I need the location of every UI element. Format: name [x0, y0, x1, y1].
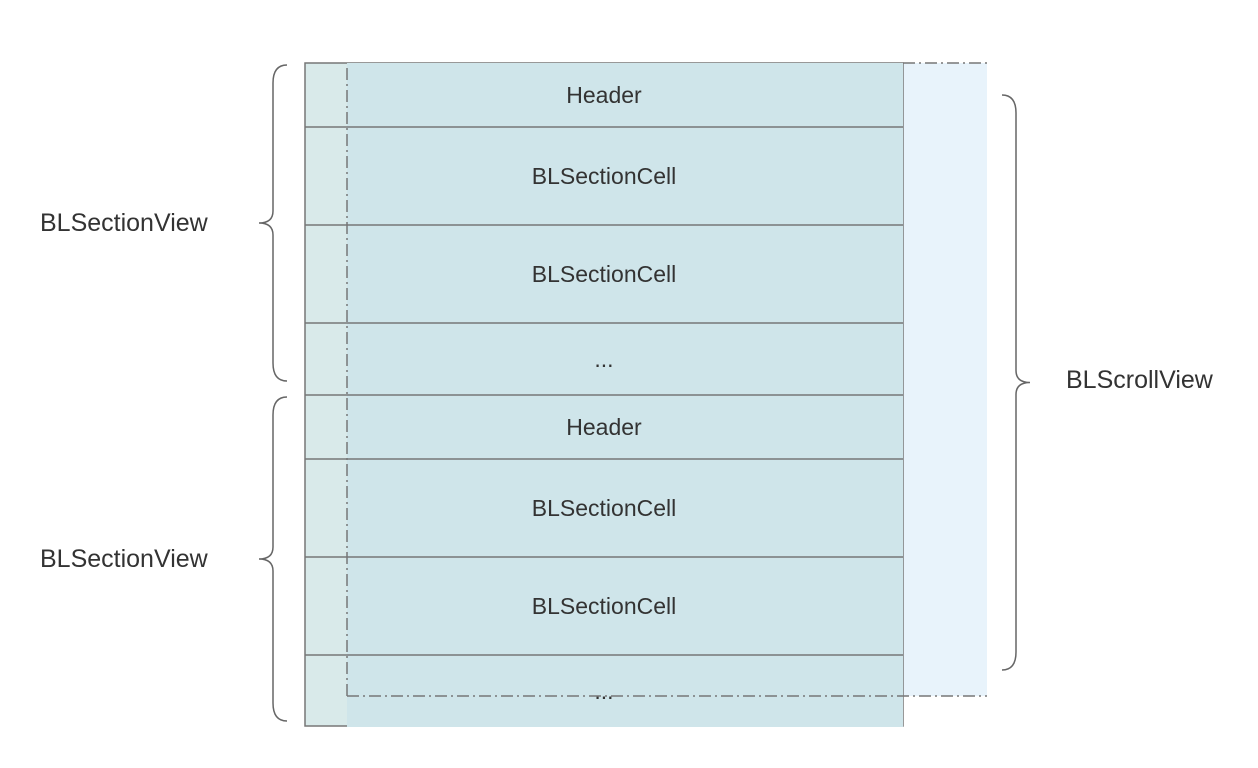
- section-2-row-3-cell: BLSectionCell: [305, 556, 903, 655]
- section-cell-label: BLSectionCell: [532, 163, 676, 189]
- row-fill: [347, 459, 903, 557]
- row-fill: [347, 127, 903, 225]
- scroll-view-brace: [1001, 94, 1031, 671]
- header-label: Header: [566, 82, 642, 108]
- row-fill: [347, 323, 903, 395]
- section-2-row-2-cell: BLSectionCell: [305, 458, 903, 557]
- scroll-view-outline: [346, 62, 987, 697]
- section-2-row-4-more: ...: [305, 654, 903, 727]
- section-view-brace: [258, 396, 288, 722]
- row-fill: [347, 557, 903, 655]
- row-fill: [347, 395, 903, 459]
- more-indicator: ...: [594, 678, 613, 704]
- section-rows: HeaderBLSectionCellBLSectionCell...Heade…: [305, 63, 903, 727]
- section-view-label: BLSectionView: [40, 545, 209, 573]
- row-fill: [347, 63, 903, 127]
- section-1-row-1-header: Header: [347, 63, 903, 127]
- header-label: Header: [566, 414, 642, 440]
- row-fill: [347, 655, 903, 727]
- section-1-row-3-cell: BLSectionCell: [305, 224, 903, 323]
- section-cell-label: BLSectionCell: [532, 593, 676, 619]
- more-indicator: ...: [594, 346, 613, 372]
- section-view-label: BLSectionView: [40, 209, 209, 237]
- section-1-row-2-cell: BLSectionCell: [305, 126, 903, 225]
- row-fill: [347, 225, 903, 323]
- scroll-view-label: BLScrollView: [1066, 366, 1214, 394]
- section-1-row-4-more: ...: [305, 322, 903, 395]
- section-cell-label: BLSectionCell: [532, 261, 676, 287]
- section-view-brace: [258, 64, 288, 382]
- section-cell-label: BLSectionCell: [532, 495, 676, 521]
- section-2-row-1-header: Header: [305, 394, 903, 459]
